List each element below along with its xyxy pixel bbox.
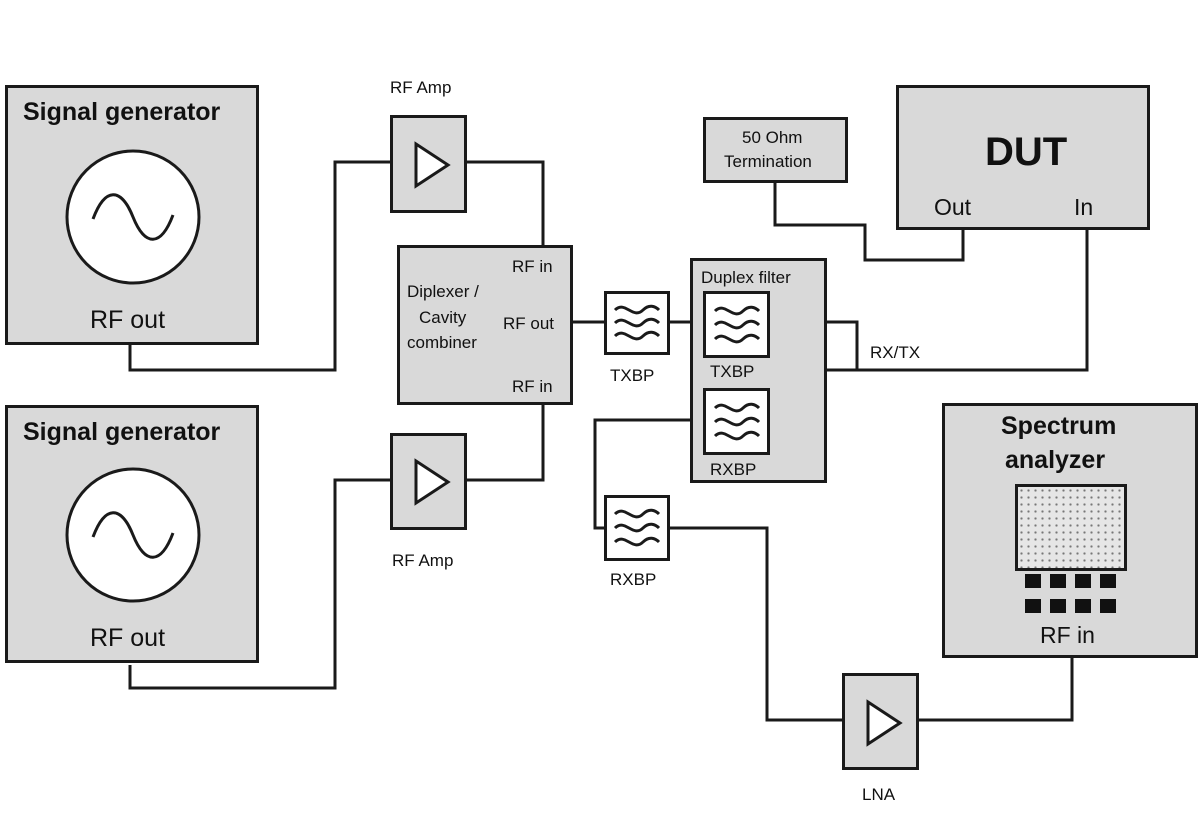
analyzer-screen [1015, 484, 1127, 571]
spectrum-analyzer-title-line2: analyzer [1005, 446, 1106, 474]
rf-amp-top-label: RF Amp [390, 78, 452, 97]
bandpass-filter-icon [713, 305, 761, 344]
diplexer-rf-in-bottom: RF in [512, 377, 553, 396]
rf-amp-bottom-label: RF Amp [392, 551, 454, 570]
rxtx-label: RX/TX [870, 343, 921, 362]
signal-generator-1: Signal generator RF out [5, 85, 259, 345]
bandpass-filter-icon [713, 402, 761, 441]
diplexer-title-line1: Diplexer / [407, 282, 479, 301]
lna [842, 673, 919, 770]
amplifier-triangle-icon [866, 699, 903, 747]
diplexer-rf-out: RF out [503, 314, 555, 333]
txbp-filter-label: TXBP [610, 366, 655, 385]
sine-wave-icon [65, 467, 201, 603]
spectrum-analyzer: Spectrum analyzer RF in [942, 403, 1198, 658]
duplex-txbp-filter [703, 291, 770, 358]
fifty-ohm-termination: 50 Ohm Termination [703, 117, 848, 183]
duplex-rxbp-label: RXBP [710, 460, 757, 479]
rf-amp-bottom [390, 433, 467, 530]
duplex-filter: Duplex filter TXBP RXBP [690, 258, 827, 483]
txbp-filter [604, 291, 670, 355]
rxbp-filter-label: RXBP [610, 570, 657, 589]
sine-wave-icon [65, 149, 201, 285]
diplexer-rf-in-top: RF in [512, 257, 553, 276]
amplifier-triangle-icon [414, 458, 451, 506]
bandpass-filter-icon [613, 304, 661, 341]
signal-generator-2-port: RF out [90, 624, 166, 652]
duplex-filter-title: Duplex filter [701, 268, 791, 287]
signal-generator-2-title: Signal generator [23, 418, 221, 446]
diplexer-title-line2: Cavity [419, 308, 467, 327]
rf-amp-top [390, 115, 467, 213]
duplex-txbp-label: TXBP [710, 362, 755, 381]
spectrum-analyzer-port: RF in [1040, 622, 1095, 648]
dut-title: DUT [985, 130, 1068, 174]
bandpass-filter-icon [613, 508, 661, 547]
analyzer-keypad [1025, 574, 1116, 618]
dut-out-port: Out [934, 194, 972, 220]
signal-generator-2: Signal generator RF out [5, 405, 259, 663]
signal-generator-1-title: Signal generator [23, 98, 221, 126]
termination-line2: Termination [724, 152, 812, 171]
diplexer-title-line3: combiner [407, 333, 477, 352]
signal-generator-1-port: RF out [90, 306, 166, 334]
diplexer-cavity-combiner: RF in Diplexer / Cavity RF out combiner … [397, 245, 573, 405]
rxbp-filter [604, 495, 670, 561]
dut-in-port: In [1074, 194, 1094, 220]
amplifier-triangle-icon [414, 141, 451, 189]
spectrum-analyzer-title-line1: Spectrum [1001, 412, 1117, 440]
termination-line1: 50 Ohm [742, 128, 803, 147]
duplex-rxbp-filter [703, 388, 770, 455]
lna-label: LNA [862, 785, 896, 804]
dut: DUT Out In [896, 85, 1150, 230]
